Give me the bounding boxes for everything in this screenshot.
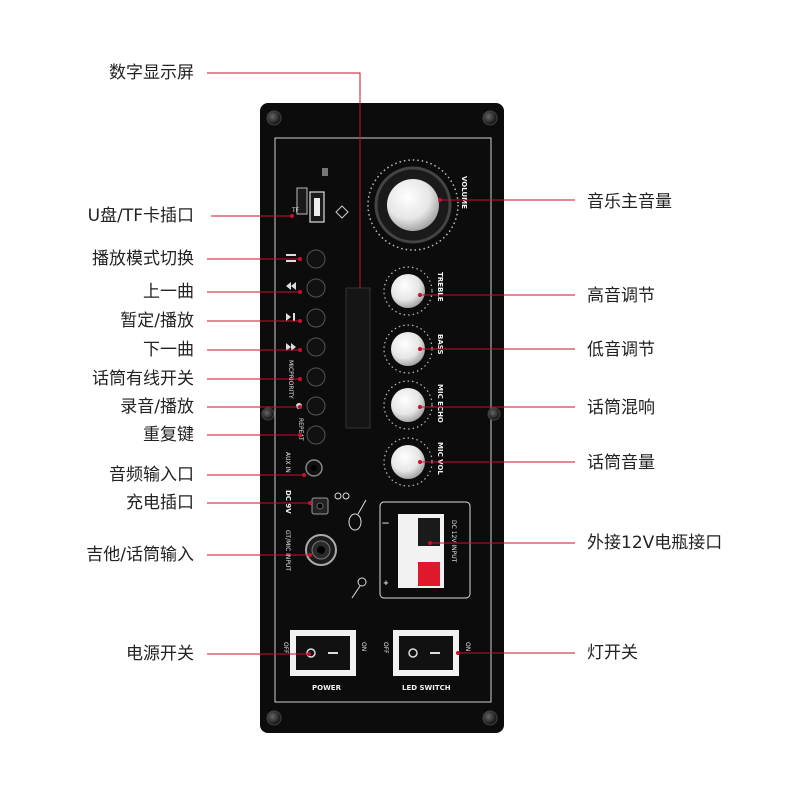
terminal-plus: + [383,579,389,587]
guitar-label: GT/MIC INPUT [284,530,291,571]
power-switch[interactable] [290,630,356,676]
mode-button[interactable] [306,249,326,269]
prev-button[interactable] [306,278,326,298]
label-main-volume: 音乐主音量 [587,192,672,212]
guitar-mic-jack[interactable] [305,534,337,566]
led-off-label: OFF [382,642,389,654]
label-previous: 上一曲 [143,282,194,302]
polarity-icon [334,492,350,500]
label-pause-play: 暂定/播放 [120,311,194,331]
led-switch[interactable] [393,630,459,676]
power-off-label: OFF [282,642,289,654]
terminal-minus: — [382,519,389,527]
dc-label: DC 9V [284,490,292,514]
dc-charge-port[interactable] [311,497,329,515]
terminal-black-clip[interactable] [418,518,440,546]
power-en-label: POWER [312,684,342,692]
label-light-switch: 灯开关 [587,643,638,663]
label-treble: 高音调节 [587,286,655,306]
next-button[interactable] [306,337,326,357]
callout-lines-right [420,199,575,654]
label-charge-port: 充电插口 [126,493,194,513]
guitar-icon [348,499,367,531]
volume-en-label: VOLUME [460,176,468,209]
label-repeat: 重复键 [143,425,194,445]
label-bass: 低音调节 [587,340,655,360]
label-mic-wired-switch: 话筒有线开关 [92,369,194,389]
label-power-switch: 电源开关 [126,644,194,664]
mic-priority-button[interactable] [306,367,326,387]
label-play-mode: 播放模式切换 [92,249,194,269]
micvol-en-label: MIC VOL [436,442,444,475]
play-pause-button[interactable] [306,308,326,328]
aux-in-jack[interactable] [305,459,323,477]
terminal-red-clip[interactable] [418,562,440,586]
record-button[interactable] [306,396,326,416]
power-on-label: ON [360,642,367,651]
label-mic-echo: 话筒混响 [587,398,655,418]
callout-lines-left [207,72,361,655]
bass-en-label: BASS [436,334,444,355]
label-external-12v: 外接12V电瓶接口 [587,533,723,553]
echo-knob-group: MIC ECHO [383,380,444,430]
usb-icon [335,205,349,219]
button-column [306,249,326,445]
led-on-label: ON [464,642,471,651]
priority-label: MICPRIORITY [287,360,294,399]
mic-volume-knob[interactable] [391,445,425,479]
panel-border [274,137,492,703]
tf-label: TF [291,207,300,214]
treble-en-label: TREBLE [436,272,444,302]
treble-knob-group: TREBLE [383,266,444,316]
treble-knob[interactable] [391,274,425,308]
screws [261,110,501,726]
usb-port: TF [291,168,328,223]
bass-knob[interactable] [391,332,425,366]
led-en-label: LED SWITCH [402,684,451,692]
label-record-play: 录音/播放 [120,397,194,417]
label-next: 下一曲 [143,340,194,360]
echo-en-label: MIC ECHO [436,384,444,423]
repeat-button[interactable] [306,425,326,445]
echo-knob[interactable] [391,388,425,422]
label-usb-tf-slot: U盘/TF卡插口 [87,206,194,226]
label-audio-input: 音频输入口 [109,465,194,485]
label-guitar-mic-input: 吉他/话筒输入 [86,545,194,565]
volume-knob[interactable] [387,179,439,231]
callout-dots [290,198,460,656]
ext-label: DC 12V INPUT [450,520,457,563]
battery-terminal: — + DC 12V INPUT [379,501,471,599]
aux-label: AUX IN [284,452,291,473]
volume-knob-group: VOLUME [367,159,468,251]
microphone-icon [351,577,367,599]
label-digital-display: 数字显示屏 [109,63,194,83]
repeat-label: REPEAT [297,418,304,441]
label-mic-volume: 话筒音量 [587,453,655,473]
digital-display [345,287,371,429]
